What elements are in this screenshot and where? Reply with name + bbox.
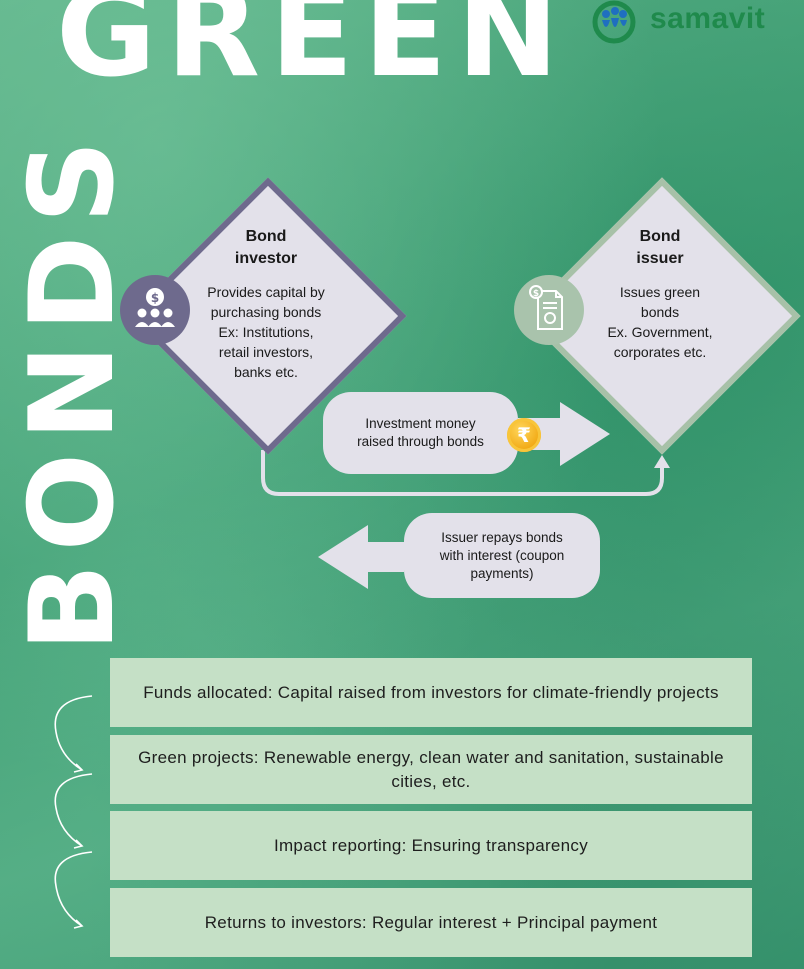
step-text: Returns to investors: Regular interest +… (204, 912, 658, 932)
step-returns-to-investors: Returns to investors: Regular interest +… (110, 888, 752, 957)
step-curve-arrows (54, 695, 93, 929)
curve-arrow-icon (54, 773, 93, 847)
issuer-body-line: corporates etc. (613, 344, 707, 360)
repayment-line: Issuer repays bonds (441, 529, 563, 545)
investor-text: Bond investor Provides capital by purcha… (186, 226, 346, 382)
step-impact-reporting: Impact reporting: Ensuring transparency (110, 811, 752, 880)
step-text: Funds allocated: Capital raised from inv… (143, 682, 719, 702)
issuer-body-line: bonds (640, 304, 680, 320)
rupee-coin-icon: ₹ (507, 418, 541, 452)
issuer-body: Issues green bonds Ex. Government, corpo… (580, 282, 740, 362)
issuer-text: Bond issuer Issues green bonds Ex. Gover… (580, 226, 740, 362)
logo-text: samavit (650, 2, 766, 35)
investor-body-line: retail investors, (218, 344, 314, 360)
investor-title-1: Bond (245, 228, 287, 245)
repayment-line: payments) (470, 565, 534, 581)
investor-group-dollar-icon: $ (120, 275, 190, 345)
repayment-line: with interest (coupon (439, 547, 565, 563)
step-text: Green projects: Renewable energy, clean … (138, 747, 724, 791)
investment-flow-label: Investment money raised through bonds (323, 392, 518, 474)
svg-text:$: $ (533, 289, 539, 299)
curve-arrow-icon (54, 695, 93, 771)
curve-arrow-icon (54, 851, 93, 927)
title-green: GREEN (56, 0, 569, 104)
connector-arrowhead (654, 455, 670, 468)
return-connector-line (261, 450, 664, 496)
issuer-body-line: Ex. Government, (607, 324, 713, 340)
svg-text:$: $ (151, 291, 159, 305)
investor-body-line: purchasing bonds (210, 304, 322, 320)
step-funds-allocated: Funds allocated: Capital raised from inv… (110, 658, 752, 727)
samavit-logo-icon (592, 0, 636, 44)
issuer-title-2: issuer (636, 250, 684, 267)
step-green-projects: Green projects: Renewable energy, clean … (110, 735, 752, 804)
investor-body-line: Provides capital by (207, 284, 325, 300)
step-text: Impact reporting: Ensuring transparency (273, 835, 589, 855)
investor-body: Provides capital by purchasing bonds Ex:… (186, 282, 346, 382)
left-arrow-icon (318, 525, 404, 589)
investment-line: Investment money (365, 416, 476, 431)
samavit-logo: samavit (588, 0, 798, 44)
right-arrow-icon (518, 402, 610, 466)
repayment-flow-label: Issuer repays bonds with interest (coupo… (404, 513, 600, 598)
issuer-title-1: Bond (639, 228, 681, 245)
bond-certificate-icon: $ (514, 275, 584, 345)
issuer-body-line: Issues green (619, 284, 701, 300)
investor-body-line: Ex: Institutions, (218, 324, 314, 340)
investor-body-line: banks etc. (234, 364, 298, 380)
investment-line: raised through bonds (357, 434, 484, 449)
investor-title-2: investor (234, 250, 298, 267)
